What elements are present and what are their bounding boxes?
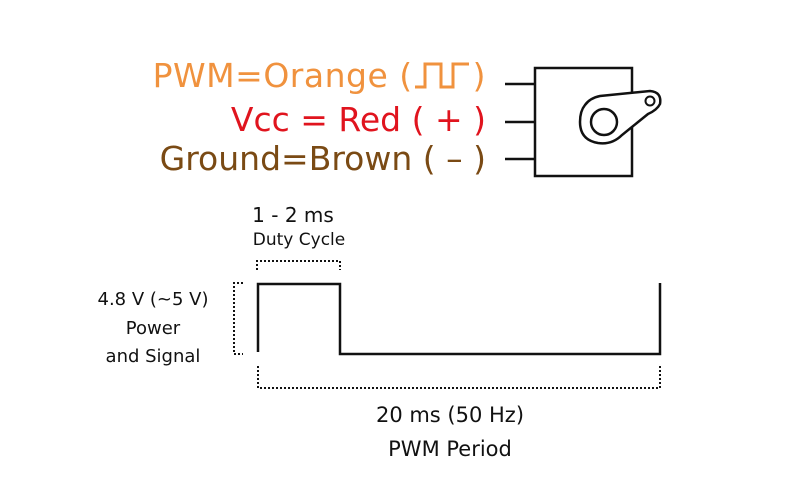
- pwm-paren-close: ): [472, 56, 486, 95]
- vcc-paren-close: ): [462, 100, 486, 139]
- pwm-paren-open: (: [399, 56, 413, 95]
- voltage-label-signal: and Signal: [105, 346, 201, 367]
- pwm-wire-label: PWM=Orange (): [153, 56, 486, 95]
- vcc-equals: =: [289, 100, 339, 139]
- pwm-waveform: [256, 282, 662, 356]
- ground-wire-label: Ground=Brown ( – ): [160, 139, 486, 178]
- period-label: PWM Period: [388, 437, 512, 461]
- vcc-color-name: Red: [338, 100, 402, 139]
- duty-cycle-value: 1 - 2 ms: [252, 203, 334, 227]
- vcc-wire-label: Vcc = Red ( + ): [231, 100, 486, 139]
- servo-motor-icon: [533, 66, 662, 178]
- period-value: 20 ms (50 Hz): [375, 403, 525, 427]
- ground-name: Ground: [159, 139, 282, 178]
- pwm-name: PWM: [152, 56, 236, 95]
- period-bracket: [257, 366, 661, 389]
- ground-color-name: Brown: [308, 139, 413, 178]
- minus-icon: –: [446, 139, 463, 178]
- pwm-equals: =: [235, 56, 264, 95]
- ground-paren-close: ): [462, 139, 486, 178]
- voltage-value: 4.8 V (~5 V): [97, 289, 209, 310]
- ground-paren-open: (: [412, 139, 447, 178]
- vcc-paren-open: (: [411, 100, 435, 139]
- voltage-label-power: Power: [125, 318, 181, 339]
- pwm-color-name: Orange: [263, 56, 389, 95]
- plus-icon: +: [434, 100, 463, 139]
- vcc-name: Vcc: [230, 100, 290, 139]
- ground-equals: =: [281, 139, 309, 178]
- duty-cycle-bracket: [256, 260, 341, 270]
- voltage-bracket: [233, 282, 243, 355]
- square-wave-icon: [414, 62, 469, 89]
- duty-cycle-label: Duty Cycle: [252, 230, 346, 250]
